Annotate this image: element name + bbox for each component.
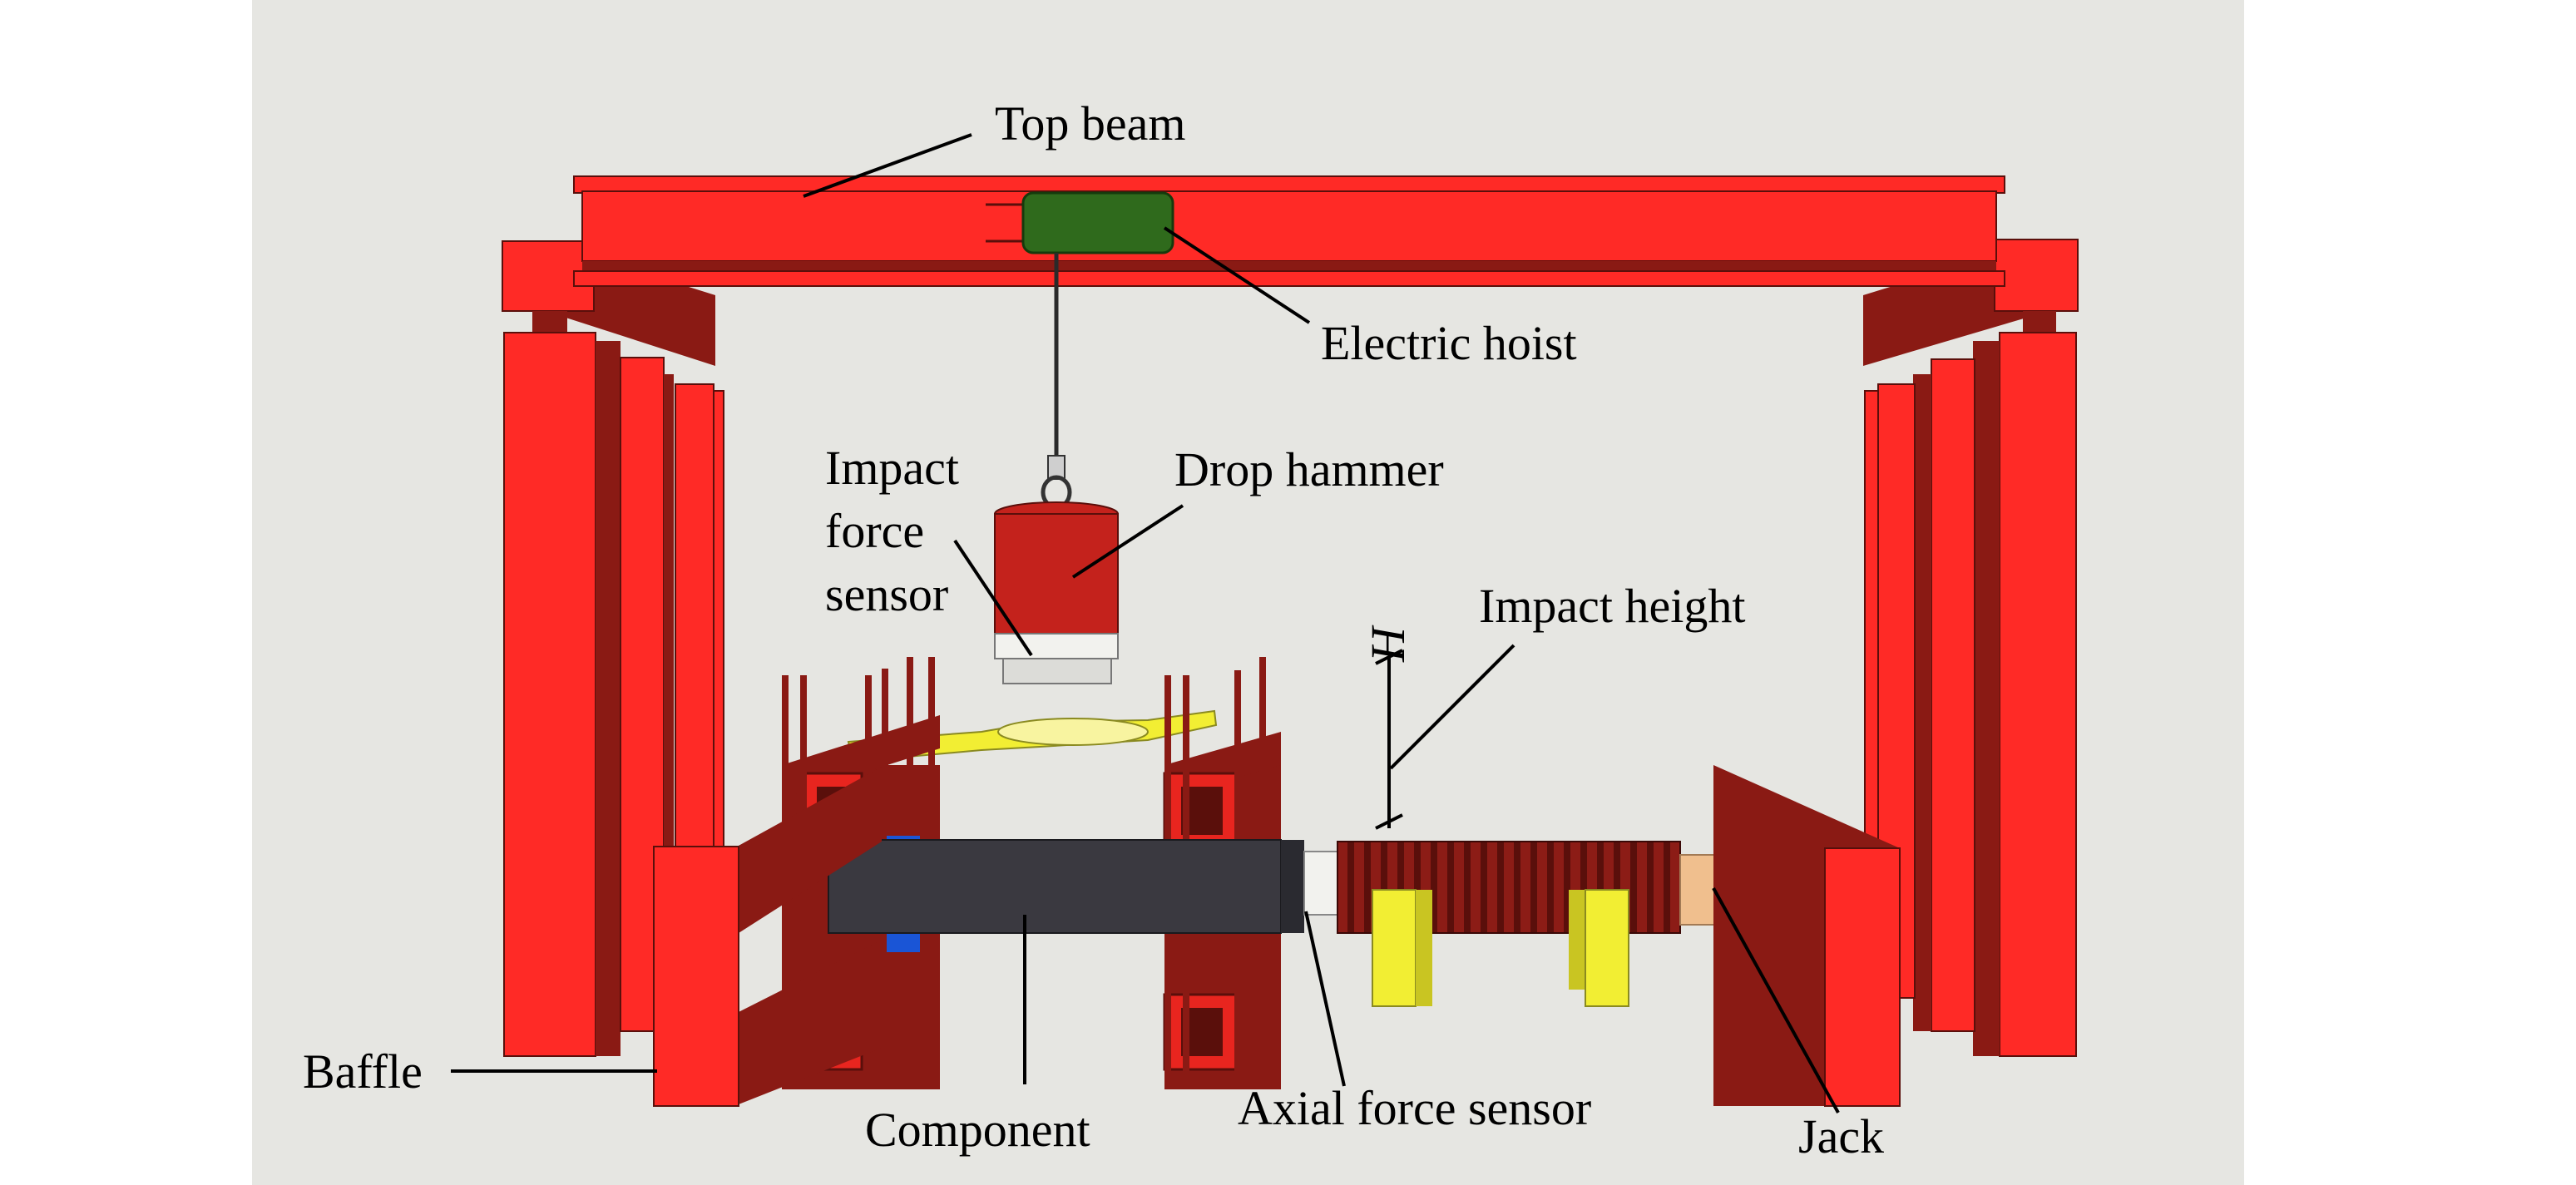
electric-hoist <box>986 191 1174 254</box>
right-baffle <box>1713 765 1901 1107</box>
label-impact-height: Impact height <box>1479 579 1746 633</box>
label-impact-force-sensor-line1: Impact <box>825 441 959 495</box>
label-impact-force-sensor-line3: sensor <box>825 567 948 621</box>
left-baffle <box>653 767 882 1107</box>
leader-lines <box>451 133 1840 1113</box>
top-beam <box>573 175 2005 287</box>
label-component: Component <box>865 1103 1090 1157</box>
label-top-beam: Top beam <box>995 96 1185 151</box>
impact-height-dimension <box>1375 649 1403 830</box>
label-electric-hoist: Electric hoist <box>1321 316 1577 370</box>
axial-force-sensor <box>1303 851 1338 916</box>
component-specimen <box>828 836 1304 952</box>
label-baffle: Baffle <box>303 1044 423 1099</box>
label-drop-hammer: Drop hammer <box>1174 442 1444 496</box>
impact-pad-center <box>997 718 1149 746</box>
rod-support-blocks <box>1372 889 1629 1007</box>
label-impact-force-sensor-line2: force <box>825 504 924 558</box>
label-height-symbol: H <box>1361 625 1415 663</box>
label-jack: Jack <box>1798 1109 1884 1163</box>
drop-hammer <box>994 501 1119 634</box>
label-axial-force-sensor: Axial force sensor <box>1238 1081 1591 1135</box>
impact-force-sensor <box>994 633 1119 684</box>
